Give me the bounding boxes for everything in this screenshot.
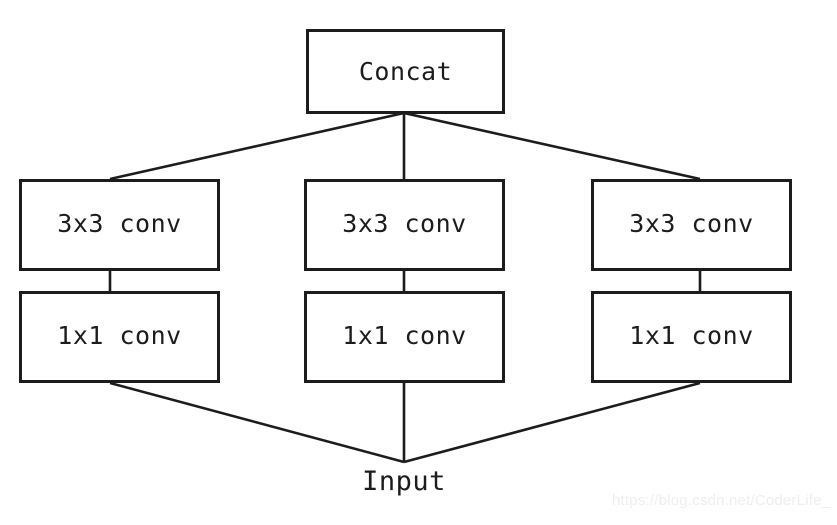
node-right-conv-1x1[interactable]: 1x1 conv — [591, 291, 792, 383]
edge-input-to-left-branch — [109, 381, 405, 464]
node-right-conv-3x3-label: 3x3 conv — [629, 208, 754, 238]
node-left-conv-3x3-label: 3x3 conv — [57, 208, 182, 238]
node-middle-conv-1x1-label: 1x1 conv — [342, 320, 467, 350]
edge-concat-to-left-branch — [109, 111, 405, 181]
node-middle-conv-3x3[interactable]: 3x3 conv — [304, 179, 505, 271]
node-concat-label: Concat — [358, 57, 453, 86]
watermark-text: https://blog.csdn.net/CoderLife_ — [612, 492, 831, 509]
node-middle-conv-3x3-label: 3x3 conv — [342, 208, 467, 238]
node-concat[interactable]: Concat — [306, 29, 505, 114]
edge-concat-to-right-branch — [403, 111, 701, 181]
node-middle-conv-1x1[interactable]: 1x1 conv — [304, 291, 505, 383]
node-input-label: Input — [362, 466, 446, 497]
node-right-conv-3x3[interactable]: 3x3 conv — [591, 179, 792, 271]
node-left-conv-1x1[interactable]: 1x1 conv — [19, 291, 220, 383]
node-left-conv-3x3[interactable]: 3x3 conv — [19, 179, 220, 271]
edge-input-to-right-branch — [403, 381, 701, 464]
node-right-conv-1x1-label: 1x1 conv — [629, 320, 754, 350]
node-left-conv-1x1-label: 1x1 conv — [57, 320, 182, 350]
